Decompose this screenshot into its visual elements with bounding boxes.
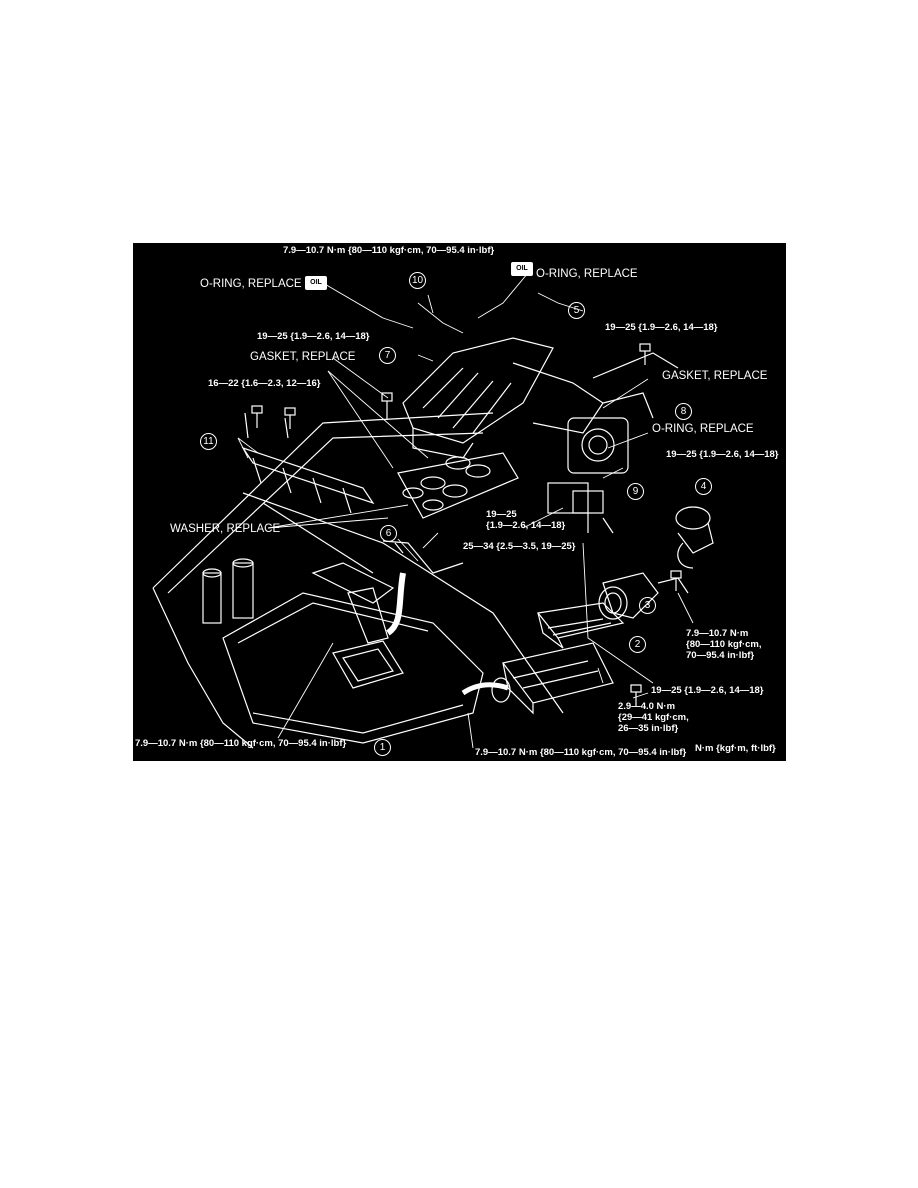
units-label: N·m {kgf·m, ft·lbf}: [695, 743, 776, 754]
torque-label-7-9-right: 7.9—10.7 N·m {80—110 kgf·cm, 70—95.4 in·…: [686, 628, 762, 661]
torque-label-7-9-bottom-left: 7.9—10.7 N·m {80—110 kgf·cm, 70—95.4 in·…: [135, 738, 347, 749]
oring-label-mid: O-RING, REPLACE: [652, 423, 754, 435]
callout-5: 5: [568, 302, 585, 319]
torque-label-2-9-4-0: 2.9—4.0 N·m {29—41 kgf·cm, 26—35 in·lbf}: [618, 701, 689, 734]
torque-label-top: 7.9—10.7 N·m {80—110 kgf·cm, 70—95.4 in·…: [283, 245, 495, 256]
diagram-linework: [152, 272, 714, 749]
callout-1: 1: [374, 739, 391, 756]
callout-9: 9: [627, 483, 644, 500]
intake-system-exploded-diagram: OIL OIL 7.9—10.7 N·m {80—110 kgf·cm, 70—…: [133, 243, 786, 761]
callout-6: 6: [380, 525, 397, 542]
gasket-label-right: GASKET, REPLACE: [662, 370, 768, 382]
callout-7: 7: [379, 347, 396, 364]
callout-10: 10: [409, 272, 426, 289]
torque-label-19-25-a: 19—25 {1.9—2.6, 14—18}: [257, 331, 370, 342]
torque-label-16-22: 16—22 {1.6—2.3, 12—16}: [208, 378, 321, 389]
torque-label-25-34: 25—34 {2.5—3.5, 19—25}: [463, 541, 576, 552]
callout-4: 4: [695, 478, 712, 495]
oring-label-right: O-RING, REPLACE: [536, 268, 638, 280]
oil-can-icon: OIL: [305, 276, 327, 290]
callout-8: 8: [675, 403, 692, 420]
callout-2: 2: [629, 636, 646, 653]
torque-label-19-25-e: 19—25 {1.9—2.6, 14—18}: [651, 685, 764, 696]
gasket-label-left: GASKET, REPLACE: [250, 351, 356, 363]
oring-label-left: O-RING, REPLACE: [200, 278, 302, 290]
callout-11: 11: [200, 433, 217, 450]
oil-can-icon: OIL: [511, 262, 533, 276]
torque-label-7-9-bottom: 7.9—10.7 N·m {80—110 kgf·cm, 70—95.4 in·…: [475, 747, 687, 758]
torque-label-19-25-c: 19—25 {1.9—2.6, 14—18}: [666, 449, 779, 460]
torque-label-19-25-d: 19—25 {1.9—2.6, 14—18}: [486, 509, 566, 531]
callout-3: 3: [639, 597, 656, 614]
washer-label: WASHER, REPLACE: [170, 523, 281, 535]
torque-label-19-25-b: 19—25 {1.9—2.6, 14—18}: [605, 322, 718, 333]
